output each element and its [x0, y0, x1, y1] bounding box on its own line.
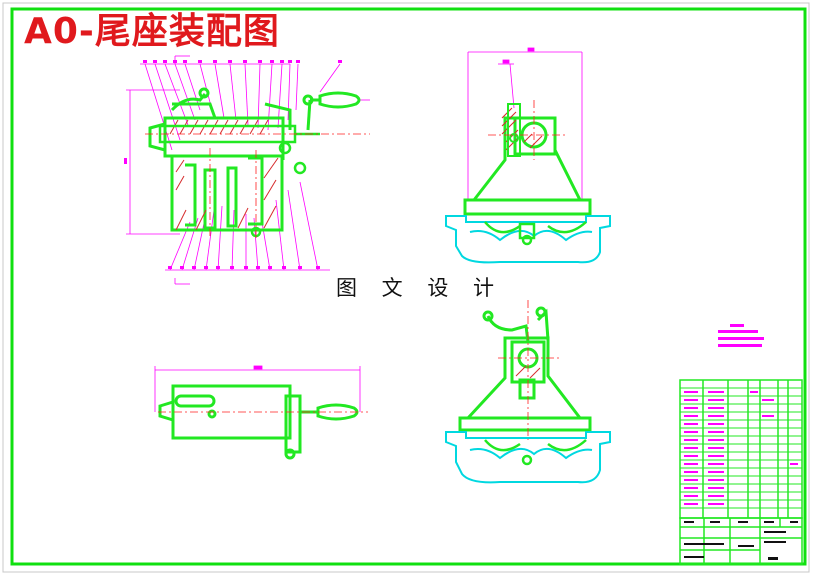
- inner-frame: [10, 7, 807, 566]
- watermark-text: 图 文 设 计: [336, 276, 504, 300]
- drawing-title: A0-尾座装配图: [24, 11, 280, 52]
- front-section-view: [124, 55, 370, 285]
- technical-notes: [718, 324, 764, 347]
- top-view: [154, 365, 368, 460]
- title-block-text: [684, 521, 798, 560]
- parts-list-table: [679, 379, 803, 519]
- title-block: [679, 517, 803, 565]
- side-view: [445, 47, 611, 264]
- parts-list-rows: [680, 387, 802, 509]
- parts-list-cell-text: [684, 391, 798, 505]
- rear-view: [445, 300, 611, 484]
